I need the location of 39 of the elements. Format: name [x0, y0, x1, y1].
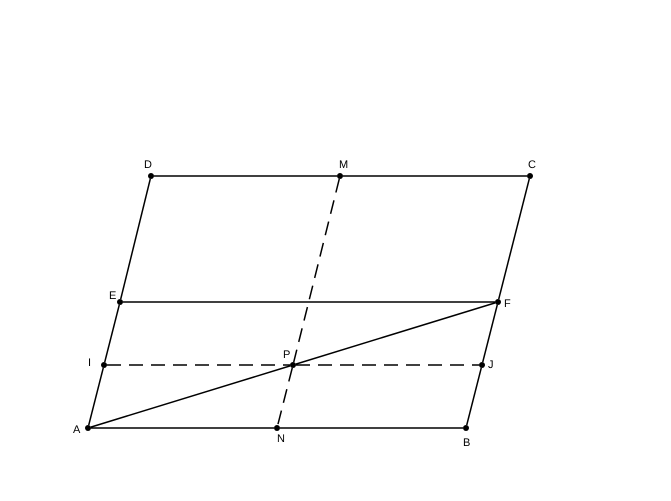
- line-segment: [154, 175, 337, 177]
- point-label: B: [463, 437, 470, 449]
- point-label: N: [277, 433, 285, 445]
- point-label: A: [73, 424, 80, 436]
- line-segment: [123, 301, 495, 303]
- point-dot: [337, 173, 343, 179]
- dashed-segment: [107, 364, 290, 366]
- point-label: J: [488, 359, 494, 371]
- line-segment: [343, 175, 527, 177]
- dashed-segment: [277, 368, 293, 426]
- dashed-segment: [293, 178, 340, 362]
- line-segment: [482, 304, 498, 362]
- point-dot: [495, 299, 501, 305]
- line-segment: [91, 427, 274, 429]
- point-dot: [527, 173, 533, 179]
- point-dot: [479, 362, 485, 368]
- dashed-segment: [296, 364, 479, 366]
- point-label: E: [109, 290, 116, 302]
- line-segment: [90, 365, 290, 428]
- point-label: M: [339, 159, 348, 171]
- point-label: D: [144, 159, 152, 171]
- line-segment: [466, 368, 482, 426]
- line-segment: [280, 427, 463, 429]
- line-segment: [88, 368, 104, 426]
- line-segment: [120, 178, 152, 300]
- point-dot: [148, 173, 154, 179]
- line-segment: [296, 302, 496, 365]
- line-segment: [104, 304, 120, 362]
- point-dot: [274, 425, 280, 431]
- point-label: P: [283, 349, 290, 361]
- point-label: C: [528, 159, 536, 171]
- line-segment: [498, 178, 530, 300]
- point-dot: [85, 425, 91, 431]
- point-label: I: [88, 357, 92, 369]
- point-dot: [463, 425, 469, 431]
- point-dot: [101, 362, 107, 368]
- point-dot: [117, 299, 123, 305]
- point-dot: [290, 362, 296, 368]
- point-label: F: [504, 298, 511, 310]
